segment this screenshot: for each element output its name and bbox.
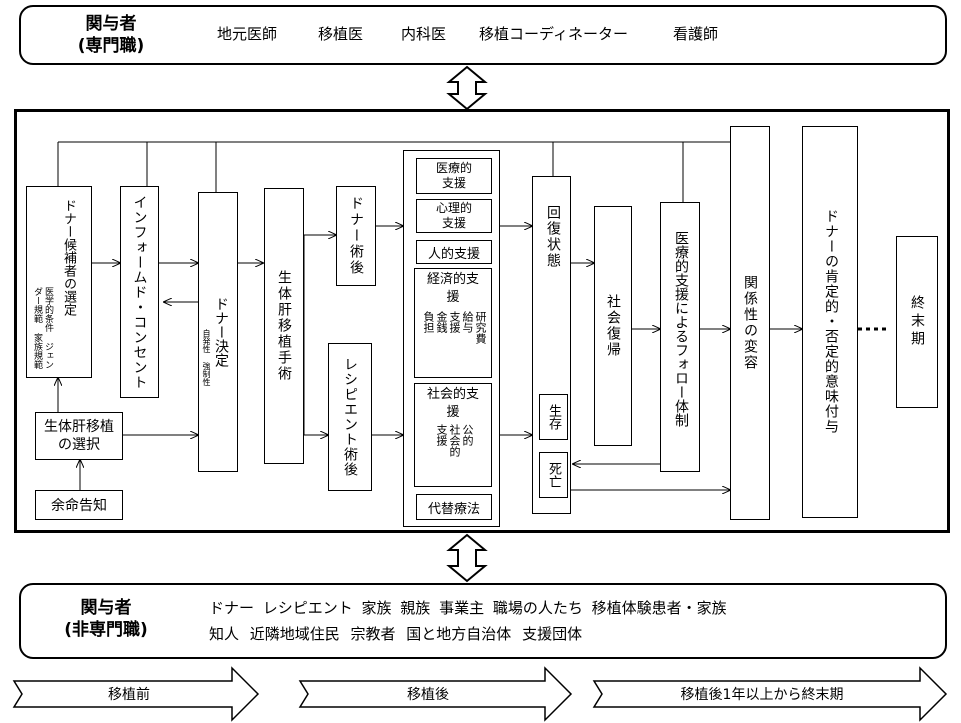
donor-selection-factors: 医学的条件 ジェンダー規範 家族規範 — [32, 287, 53, 369]
survival-label: 生存 — [546, 404, 561, 430]
donor-decision-label: ドナー決定 — [213, 297, 229, 367]
relationship-change-label: 関係性の変容 — [742, 275, 758, 371]
prognosis-label: 余命告知 — [51, 498, 107, 514]
support-psych-box: 心理的支援 — [416, 199, 492, 233]
social-item: 支援 — [435, 424, 448, 446]
recipient-postop-label: レシピエント術後 — [342, 357, 358, 477]
donor-decision-factors: 自発性 強制性 — [202, 329, 211, 386]
member-local-doctor: 地元医師 — [217, 25, 278, 43]
phase-arrow-2-shape — [298, 666, 573, 722]
professional-stakeholders-panel: 関与者 (専門職) 地元医師 移植医 内科医 移植コーディネーター 看護師 — [19, 5, 947, 65]
economic-item: 金銭 — [435, 311, 448, 333]
member-coordinator: 移植コーディネーター — [479, 25, 628, 43]
prognosis-box: 余命告知 — [35, 490, 123, 520]
transplant-surgery-label: 生体肝移植手術 — [276, 270, 292, 382]
living-transplant-choice-label: 生体肝移植の選択 — [44, 419, 114, 453]
nonprofessional-members-row2: 知人 近隣地域住民 宗教者 国と地方自治体 支援団体 — [209, 625, 583, 643]
phase-label-late: 移植後1年以上から終末期 — [680, 687, 844, 703]
medical-support-system-label: 医療的支援によるフォロー体制 — [673, 231, 689, 427]
economic-item: 給与 — [461, 311, 474, 333]
recovery-state-label: 回復状態 — [545, 205, 561, 269]
professional-title: 関与者 (専門職) — [51, 13, 171, 57]
donor-selection-box: ドナー候補者の選定 医学的条件 ジェンダー規範 家族規範 — [26, 186, 92, 378]
nonprofessional-members-row1: ドナー レシピエント 家族 親族 事業主 職場の人たち 移植体験患者・家族 — [209, 599, 727, 617]
support-economic-items: 研究費 給与 支援 金銭 負担 — [421, 311, 487, 375]
nonprofessional-title: 関与者 (非専門職) — [41, 597, 171, 641]
double-arrow-bottom — [446, 533, 488, 583]
death-label: 死亡 — [546, 462, 561, 488]
support-social-label: 社会的支援 — [426, 387, 479, 420]
phase-label-pre: 移植前 — [108, 687, 150, 703]
support-medical-box: 医療的支援 — [416, 158, 492, 194]
member-transplant-doctor: 移植医 — [318, 25, 364, 43]
survival-box: 生存 — [539, 394, 568, 440]
relationship-change-box: 関係性の変容 — [730, 126, 770, 520]
informed-consent-label: インフォームド・コンセント — [131, 194, 148, 390]
professional-title-line2: (専門職) — [77, 36, 145, 56]
economic-item: 研究費 — [474, 311, 487, 344]
nonprofessional-stakeholders-panel: 関与者 (非専門職) ドナー レシピエント 家族 親族 事業主 職場の人たち 移… — [19, 583, 947, 659]
social-return-label: 社会復帰 — [605, 294, 621, 358]
support-alt-therapy-box: 代替療法 — [416, 494, 492, 520]
phase-arrow-3-shape — [592, 666, 948, 722]
terminal-label: 終末期 — [909, 295, 925, 349]
meaning-attribution-box: ドナーの肯定的・否定的意味付与 — [802, 126, 858, 518]
transplant-surgery-box: 生体肝移植手術 — [264, 188, 304, 464]
informed-consent-box: インフォームド・コンセント — [120, 186, 159, 398]
economic-item: 支援 — [448, 311, 461, 333]
terminal-box: 終末期 — [896, 236, 938, 408]
support-medical-label: 医療的支援 — [435, 161, 472, 190]
support-social-items: 公的 社会的 支援 — [429, 424, 479, 484]
support-economic-label: 経済的支援 — [426, 272, 479, 305]
phase-arrow-1-shape — [12, 666, 260, 722]
donor-selection-label: ドナー候補者の選定 — [61, 199, 76, 316]
social-return-box: 社会復帰 — [594, 206, 632, 446]
social-item: 公的 — [461, 424, 474, 446]
nonprofessional-title-line2: (非専門職) — [64, 620, 148, 640]
support-psych-label: 心理的支援 — [435, 201, 472, 230]
donor-decision-box: ドナー決定 自発性 強制性 — [198, 192, 238, 472]
economic-item: 負担 — [422, 311, 435, 333]
meaning-attribution-label: ドナーの肯定的・否定的意味付与 — [823, 209, 839, 434]
professional-title-line1: 関与者 — [85, 14, 137, 34]
death-box: 死亡 — [539, 452, 568, 498]
donor-postop-label: ドナー術後 — [348, 196, 364, 276]
support-social-box: 社会的支援 公的 社会的 支援 — [414, 383, 492, 487]
member-internist: 内科医 — [401, 25, 447, 43]
support-human-label: 人的支援 — [427, 246, 480, 262]
medical-support-system-box: 医療的支援によるフォロー体制 — [660, 202, 700, 472]
recipient-postop-box: レシピエント術後 — [328, 343, 372, 491]
support-human-box: 人的支援 — [416, 240, 492, 264]
donor-postop-box: ドナー術後 — [336, 186, 376, 286]
process-frame — [14, 109, 950, 533]
social-item: 社会的 — [448, 424, 461, 457]
nonprofessional-title-line1: 関与者 — [80, 598, 132, 618]
phase-label-post: 移植後 — [407, 687, 449, 703]
double-arrow-top — [446, 65, 488, 111]
member-nurse: 看護師 — [673, 25, 719, 43]
living-transplant-choice-box: 生体肝移植の選択 — [35, 412, 123, 460]
support-economic-box: 経済的支援 研究費 給与 支援 金銭 負担 — [414, 268, 492, 378]
support-alt-therapy-label: 代替療法 — [427, 501, 480, 517]
